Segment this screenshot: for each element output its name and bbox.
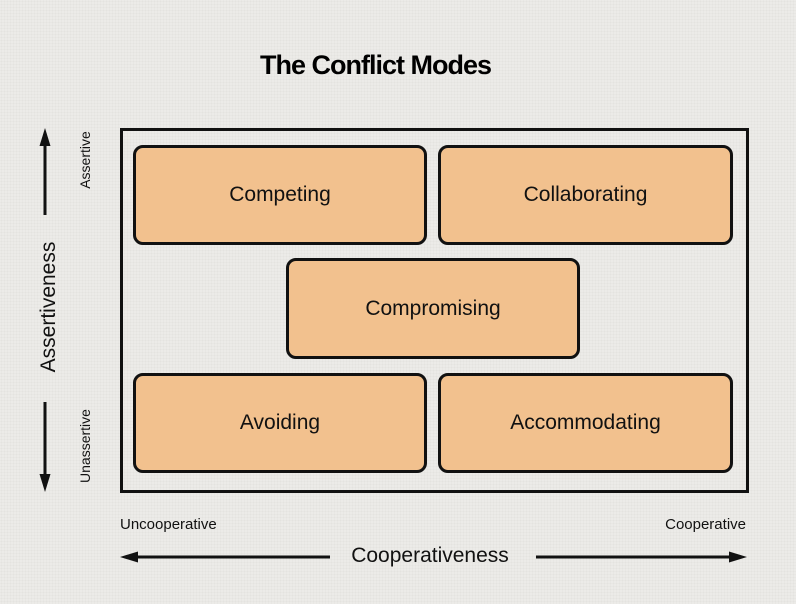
x-axis-label: Cooperativeness: [351, 544, 509, 567]
x-axis-left-arrow-icon: [120, 551, 330, 563]
diagram-title-text: The Conflict Modes: [260, 50, 492, 80]
y-axis-up-arrow-icon: [39, 128, 51, 215]
x-axis-right-arrow-icon: [536, 551, 747, 563]
mode-compromising: Compromising: [286, 258, 580, 359]
x-axis-high-label: Cooperative: [665, 516, 746, 533]
diagram-frame: [120, 128, 749, 493]
x-axis-low-label: Uncooperative: [120, 516, 217, 533]
diagram-title: The Conflict Modes: [0, 50, 796, 81]
y-axis-down-arrow-icon: [39, 402, 51, 492]
mode-avoiding: Avoiding: [133, 373, 427, 473]
mode-collaborating: Collaborating: [438, 145, 733, 245]
mode-competing: Competing: [133, 145, 427, 245]
mode-accommodating: Accommodating: [438, 373, 733, 473]
